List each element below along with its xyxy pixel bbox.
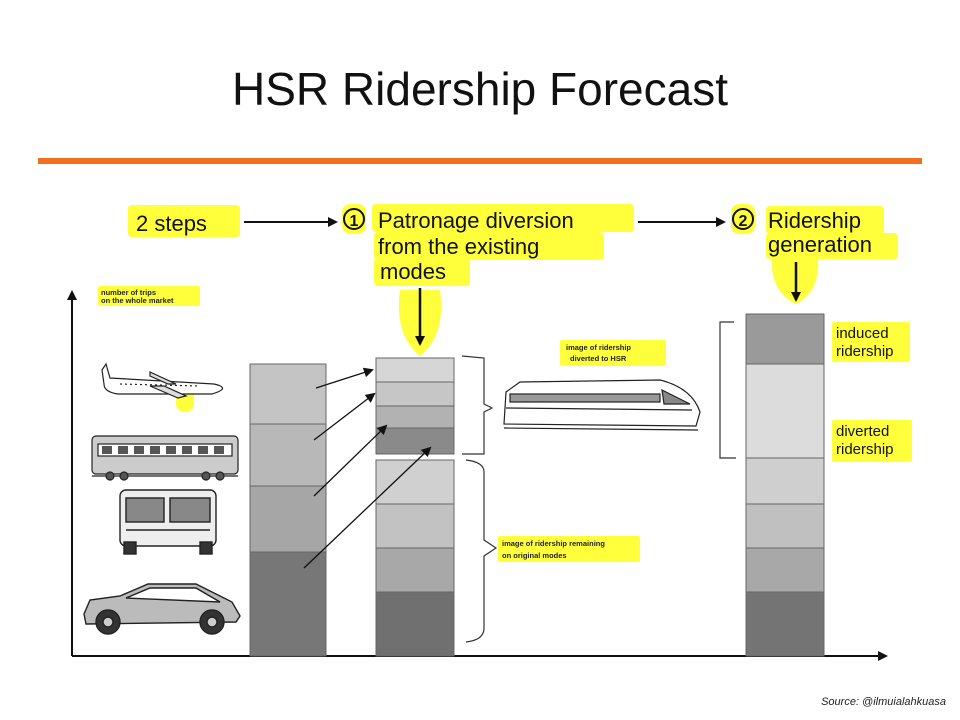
car-icon <box>84 584 240 634</box>
airplane-icon <box>102 364 223 398</box>
diverted-image-line1: image of ridership <box>566 343 631 352</box>
hsr-train-icon <box>504 380 700 430</box>
step2-number: 2 <box>739 213 748 230</box>
steps-intro: 2 steps <box>136 211 207 236</box>
market-column <box>250 364 326 656</box>
step2-line2: generation <box>768 232 872 257</box>
hsr-ridership-column <box>746 314 824 656</box>
diverted-image-line2: diverted to HSR <box>570 354 627 363</box>
step2-line1: Ridership <box>768 208 861 233</box>
induced-label-line2: ridership <box>836 343 894 360</box>
induced-label-line1: induced <box>836 325 889 342</box>
diverted-label-line2: ridership <box>836 441 894 458</box>
step1-line1: Patronage diversion <box>378 208 574 233</box>
train-icon <box>92 436 238 480</box>
brackets <box>462 322 736 642</box>
step1-number: 1 <box>350 213 359 230</box>
source-credit: Source: @ilmuialahkuasa <box>821 696 946 708</box>
bus-icon <box>120 490 216 554</box>
remaining-image-line2: on original modes <box>502 551 567 560</box>
step1-line2: from the existing <box>378 234 539 259</box>
diverted-column <box>376 358 454 454</box>
remaining-image-line1: image of ridership remaining <box>502 539 605 548</box>
market-label-line2: on the whole market <box>101 296 174 305</box>
remaining-column <box>376 460 454 656</box>
diverted-label-line1: diverted <box>836 423 889 440</box>
step1-line3: modes <box>380 259 446 284</box>
